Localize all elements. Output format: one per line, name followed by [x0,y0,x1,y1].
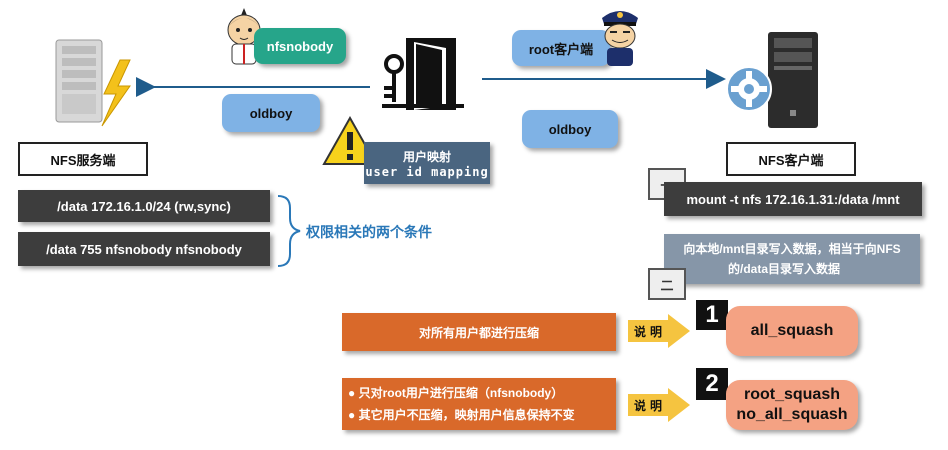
mount-command: mount -t nfs 172.16.1.31:/data /mnt [664,182,922,216]
rule-2-desc: ● 只对root用户进行压缩（nfsnobody） ● 其它用户不压缩，映射用户… [342,378,616,430]
rule-2-explain-arrow [628,388,690,422]
server-label: NFS服务端 [18,142,148,176]
rule-2-explain-label: 说明 [633,398,666,413]
write-note: 向本地/mnt目录写入数据，相当于向NFS 的/data目录写入数据 [664,234,920,284]
server-cmd-2: /data 755 nfsnobody nfsnobody [18,232,270,266]
rule-1-option: all_squash [726,306,858,356]
rule-1-desc: 对所有用户都进行压缩 [342,313,616,351]
lightning-icon [96,58,136,128]
mapping-subtitle: user id mapping [365,164,489,179]
rule-2-number: 2 [696,368,728,400]
rule-2-option-2: no_all_squash [736,406,848,423]
child-avatar-icon [222,8,266,68]
gear-icon [726,66,772,112]
brace-icon [277,195,301,267]
client-label: NFS客户端 [726,142,856,176]
server-icon [52,38,110,126]
rule-2-option-1: root_squash [743,386,840,403]
rule-1-option-1: all_squash [750,322,834,339]
root-client-tag: root客户端 [512,30,610,66]
step-two-badge: 二 [648,268,686,300]
nfsnobody-tag: nfsnobody [254,28,346,64]
rule-1-desc-line-1: 对所有用户都进行压缩 [418,325,539,340]
police-avatar-icon [598,6,642,68]
oldboy-right-tag: oldboy [522,110,618,148]
rule-2-desc-line-1: ● 只对root用户进行压缩（nfsnobody） [348,386,564,400]
oldboy-left-tag: oldboy [222,94,320,132]
write-note-line-2: 的/data目录写入数据 [728,262,841,276]
write-note-line-1: 向本地/mnt目录写入数据，相当于向NFS [683,242,901,256]
rule-1-number: 1 [696,300,728,330]
conditions-label: 权限相关的两个条件 [306,224,432,240]
rule-1-explain-arrow [628,314,690,348]
rule-2-options: root_squash no_all_squash [726,380,858,430]
door-key-icon [380,34,470,114]
warning-icon [322,115,378,168]
user-id-mapping-box: 用户映射 user id mapping [364,142,490,184]
mapping-title: 用户映射 [402,149,451,164]
client-tower-icon [762,30,824,130]
rule-1-explain-label: 说明 [633,324,666,339]
server-cmd-1: /data 172.16.1.0/24 (rw,sync) [18,190,270,222]
rule-2-desc-line-2: ● 其它用户不压缩，映射用户信息保持不变 [348,408,575,422]
